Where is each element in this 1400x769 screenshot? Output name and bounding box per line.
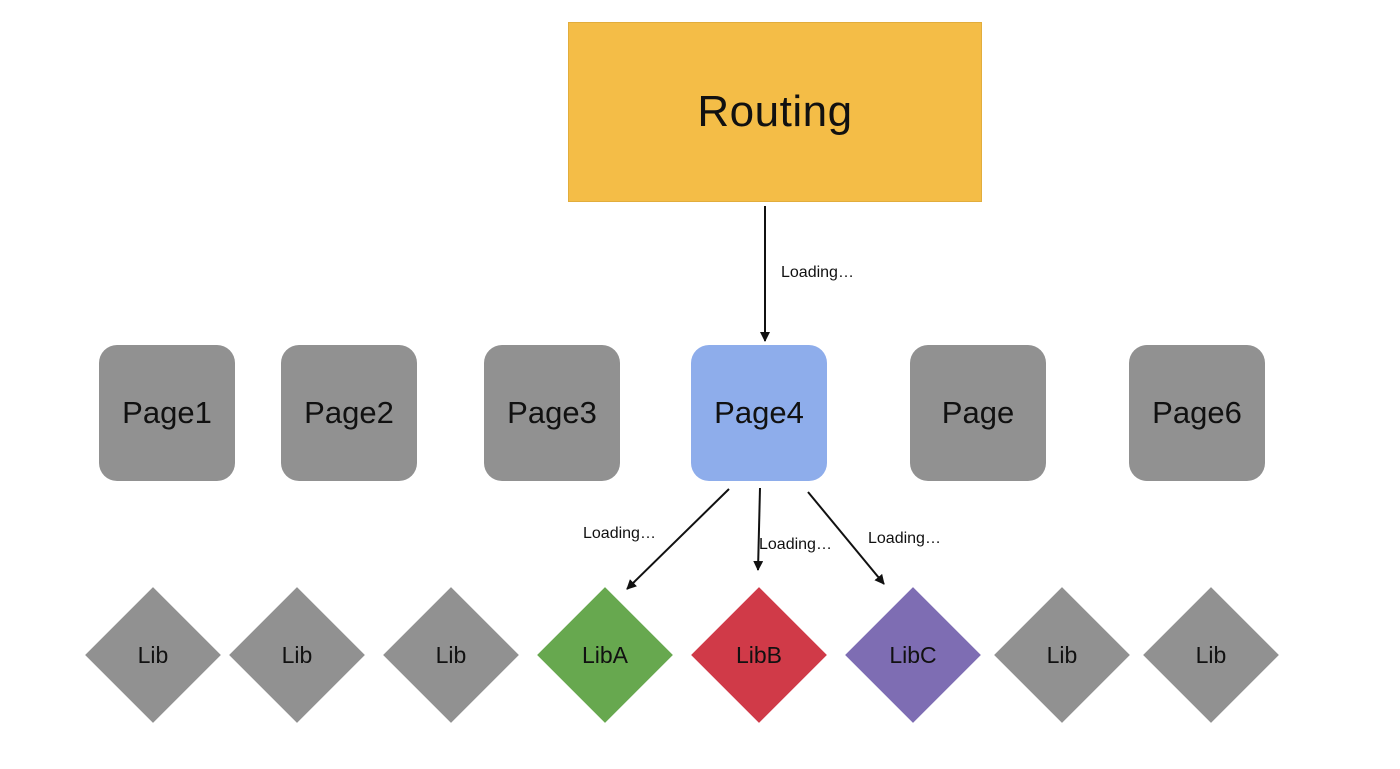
edge-label-page4-libc: Loading… xyxy=(868,530,941,547)
page-node-6: Page6 xyxy=(1129,345,1265,481)
page-node-3: Page3 xyxy=(484,345,620,481)
lib-node-a: LibA xyxy=(537,587,673,723)
lib-node-2: Lib xyxy=(229,587,365,723)
lib-label: Lib xyxy=(281,641,313,668)
lib-label: Lib xyxy=(137,641,169,668)
lib-label: LibC xyxy=(889,641,937,668)
page-node-5: Page xyxy=(910,345,1046,481)
lib-label: LibB xyxy=(735,641,783,668)
edge-label-routing-page4: Loading… xyxy=(781,264,854,281)
lib-label: Lib xyxy=(1046,641,1078,668)
edge-label-page4-libb: Loading… xyxy=(759,536,832,553)
lib-node-8: Lib xyxy=(1143,587,1279,723)
lib-label: Lib xyxy=(435,641,467,668)
edge-page4-libc xyxy=(807,491,885,585)
page-node-4: Page4 xyxy=(691,345,827,481)
lib-node-1: Lib xyxy=(85,587,221,723)
edge-label-page4-liba: Loading… xyxy=(583,525,656,542)
routing-node: Routing xyxy=(568,22,982,202)
edge-page4-libb xyxy=(753,487,764,571)
lib-label: LibA xyxy=(581,641,629,668)
lib-node-b: LibB xyxy=(691,587,827,723)
lib-node-3: Lib xyxy=(383,587,519,723)
page-node-2: Page2 xyxy=(281,345,417,481)
lib-node-7: Lib xyxy=(994,587,1130,723)
lib-label: Lib xyxy=(1195,641,1227,668)
page-node-1: Page1 xyxy=(99,345,235,481)
lib-node-c: LibC xyxy=(845,587,981,723)
edge-page4-liba xyxy=(626,488,730,590)
